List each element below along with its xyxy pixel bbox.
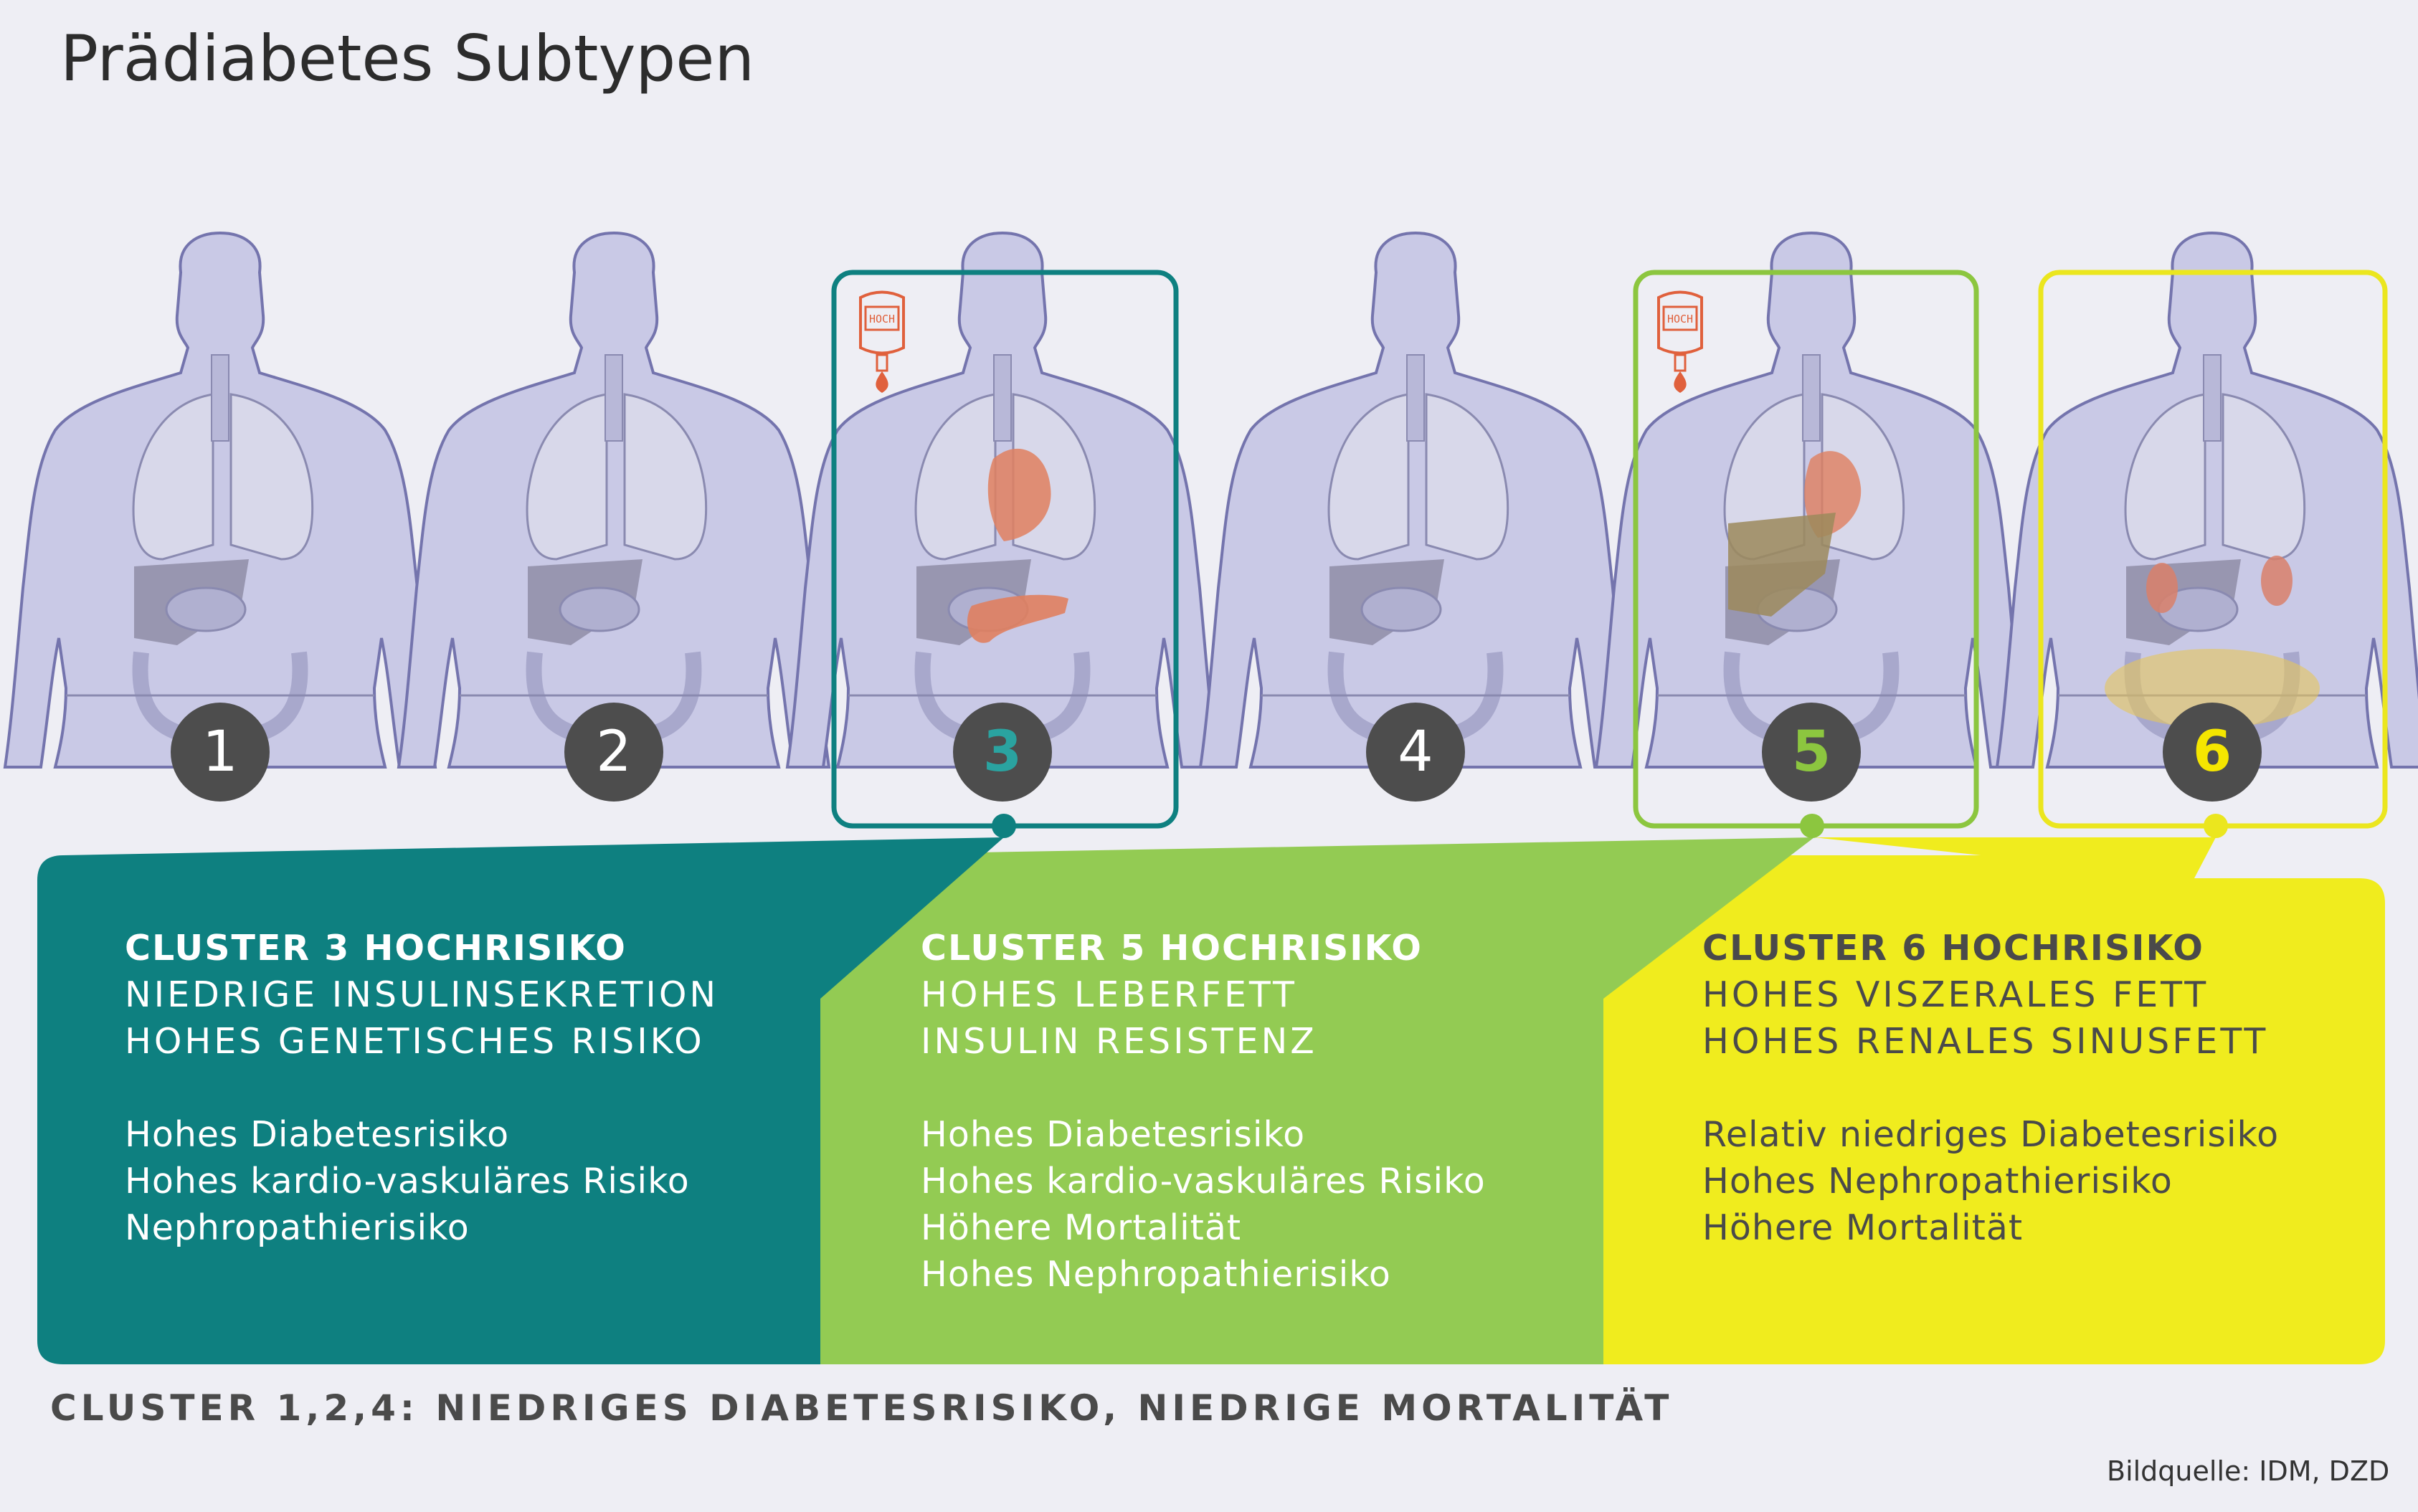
cluster-number-3: 3 — [953, 703, 1052, 802]
body-figure-2 — [399, 233, 829, 767]
characteristic: HOHES LEBERFETT — [921, 974, 1297, 1015]
characteristic: NIEDRIGE INSULINSEKRETION — [125, 974, 719, 1015]
pancreas-highlight-3 — [967, 594, 1068, 643]
panel-teal-bg — [37, 837, 1004, 1364]
svg-text:HOCH: HOCH — [869, 313, 895, 325]
cluster-6-panel: CLUSTER 6 HOCHRISIKO HOHES VISZERALES FE… — [1702, 925, 2279, 1251]
cluster-number-4: 4 — [1366, 703, 1465, 802]
risk-item: Höhere Mortalität — [921, 1207, 1242, 1248]
footer-note: CLUSTER 1,2,4: NIEDRIGES DIABETESRISIKO,… — [50, 1387, 1674, 1429]
risk-item: Relativ niedriges Diabetesrisiko — [1702, 1114, 2280, 1155]
characteristic: HOHES VISZERALES FETT — [1702, 974, 2209, 1015]
cluster-number-1: 1 — [171, 703, 270, 802]
risk-item: Nephropathierisiko — [125, 1207, 470, 1248]
page-title: Prädiabetes Subtypen — [60, 22, 755, 95]
risk-item: Hohes kardio-vaskuläres Risiko — [921, 1161, 1486, 1202]
risk-item: Hohes kardio-vaskuläres Risiko — [125, 1161, 690, 1202]
cluster-5-pointer-dot — [1800, 814, 1824, 838]
risk-item: Hohes Diabetesrisiko — [921, 1114, 1306, 1155]
risk-item: Hohes Nephropathierisiko — [1702, 1161, 2173, 1202]
risk-item: Hohes Diabetesrisiko — [125, 1114, 510, 1155]
heart-highlight-3 — [987, 448, 1051, 541]
visceral-fat-highlight-6 — [2105, 649, 2320, 728]
panel-green-bg — [820, 837, 1814, 1364]
blood-sugar-high-icon: HOCH — [1657, 290, 1703, 393]
liver-highlight-5 — [1728, 513, 1836, 617]
risk-item: Hohes Nephropathierisiko — [921, 1254, 1391, 1295]
kidney-highlight-6b — [2261, 556, 2293, 606]
kidney-highlight-6 — [2146, 563, 2178, 613]
svg-text:HOCH: HOCH — [1667, 313, 1693, 325]
panel-heading: CLUSTER 3 HOCHRISIKO — [125, 928, 627, 969]
characteristic: INSULIN RESISTENZ — [921, 1021, 1317, 1062]
cluster-5-panel: CLUSTER 5 HOCHRISIKO HOHES LEBERFETT INS… — [921, 925, 1486, 1298]
body-figure-4 — [1200, 233, 1631, 767]
cluster-3-pointer-dot — [992, 814, 1016, 838]
panel-heading: CLUSTER 6 HOCHRISIKO — [1702, 928, 2204, 969]
cluster-number-6: 6 — [2163, 703, 2262, 802]
panel-yellow-bg — [1603, 855, 2385, 1364]
cluster-6-pointer-dot — [2204, 814, 2228, 838]
cluster-number-5: 5 — [1762, 703, 1861, 802]
body-figure-1 — [5, 233, 435, 767]
risk-item: Höhere Mortalität — [1702, 1207, 2024, 1248]
cluster-3-panel: CLUSTER 3 HOCHRISIKO NIEDRIGE INSULINSEK… — [125, 925, 719, 1251]
image-source: Bildquelle: IDM, DZD — [2107, 1455, 2390, 1487]
cluster-number-2: 2 — [564, 703, 663, 802]
blood-sugar-high-icon: HOCH — [859, 290, 905, 393]
characteristic: HOHES RENALES SINUSFETT — [1702, 1021, 2269, 1062]
panel-heading: CLUSTER 5 HOCHRISIKO — [921, 928, 1423, 969]
characteristic: HOHES GENETISCHES RISIKO — [125, 1021, 705, 1062]
